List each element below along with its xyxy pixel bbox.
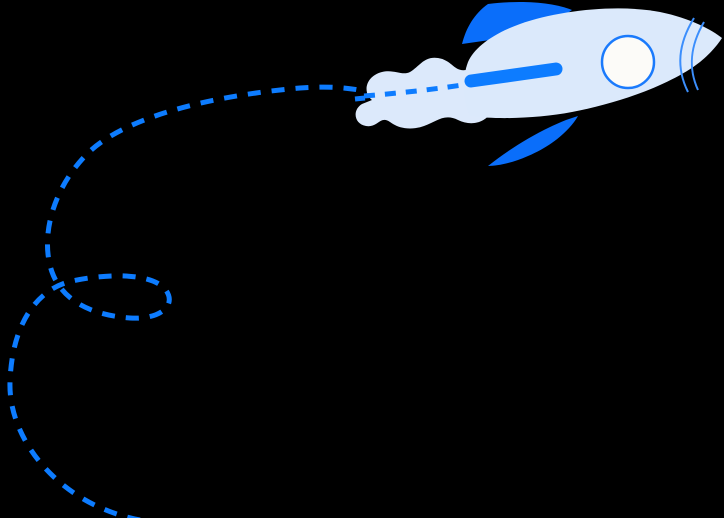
rocket-accent-bar	[464, 62, 563, 88]
rocket-body	[463, 8, 722, 119]
rocket-window	[600, 34, 656, 90]
rocket-fin-bottom	[488, 116, 578, 166]
dashed-trail	[7, 84, 376, 518]
rocket-fin-top	[462, 2, 572, 44]
nose-cone-line-outer-icon	[679, 17, 695, 93]
nose-cone-line-inner-icon	[690, 21, 705, 91]
rocket	[354, 2, 722, 166]
flame-dash-trail	[363, 82, 463, 99]
rocket-exhaust-flame	[355, 57, 492, 129]
flame-dash-leading	[354, 95, 366, 102]
dashed-trail-path	[7, 84, 376, 518]
